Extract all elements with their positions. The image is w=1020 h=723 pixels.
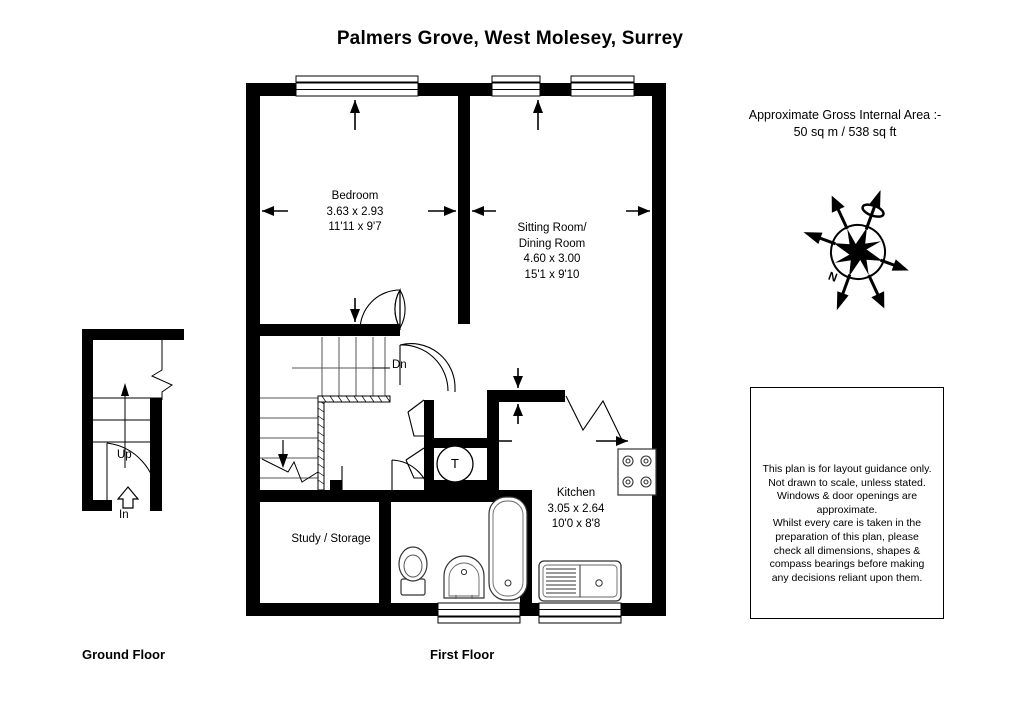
sink-fixture [538,560,622,602]
sitting-metric: 4.60 x 3.00 [523,253,581,265]
tank-marker-label: T [451,456,459,471]
area-note-line1: Approximate Gross Internal Area :- [748,108,942,122]
compass-rose [803,189,909,311]
room-label-sitting-dining: Sitting Room/ Dining Room 4.60 x 3.00 15… [490,221,614,283]
disclaimer-line1: This plan is for layout guidance only. [762,463,932,475]
disclaimer-line9: any decisions reliant upon them. [771,571,923,584]
ground-floor-plan [82,329,184,511]
first-floor-caption: First Floor [430,647,495,662]
window-sitting-top-right [570,75,635,97]
staircase-first-floor [260,337,391,491]
study-name: Study / Storage [291,533,371,545]
disclaimer-line8: compass bearings before making [769,558,925,571]
room-label-bedroom: Bedroom 3.63 x 2.93 11'11 x 9'7 [295,189,415,236]
door-bedroom-arc [359,289,401,331]
area-note-line2: 50 sq m / 538 sq ft [793,125,897,139]
window-kitchen-bottom [538,602,622,624]
disclaimer-box [750,387,944,619]
kitchen-imperial: 10'0 x 8'8 [551,518,601,530]
disclaimer-line2: Not drawn to scale, unless stated. [768,476,926,489]
window-group-top [295,75,635,97]
stairs-down-label: Dn [392,359,407,371]
stairs-up-label: Up [117,449,132,461]
window-group-bottom [437,602,622,624]
hob-fixture [617,448,657,496]
disclaimer-line3: Windows & door openings are [776,490,918,503]
hot-water-tank-marker [436,445,474,483]
window-bedroom-top [295,75,419,97]
door-cupboard-upper [407,399,425,413]
kitchen-fixtures [538,448,657,602]
first-floor-plan [246,75,666,624]
door-sitting-arc [399,344,449,392]
disclaimer-line5: Whilst every care is taken in the [772,517,922,530]
entrance-door-arc [106,442,158,499]
bathtub-fixture [488,496,528,601]
stairs-up-arrow [121,383,129,396]
ground-floor-walls [82,329,184,511]
disclaimer-line6: preparation of this plan, please [775,530,919,543]
toilet-fixture [398,546,428,596]
room-label-study-storage: Study / Storage [270,532,392,548]
disclaimer-line7: check all dimensions, shapes & [773,544,921,557]
ground-floor-caption: Ground Floor [82,647,166,662]
bedroom-metric: 3.63 x 2.93 [326,205,384,218]
kitchen-break-line [565,395,623,441]
entrance-in-label: In [119,509,129,521]
kitchen-metric: 3.05 x 2.64 [547,502,605,515]
bathroom-fixtures [398,496,528,601]
page-title: Palmers Grove, West Molesey, Surrey [336,28,684,49]
gross-internal-area-note: Approximate Gross Internal Area :- 50 sq… [730,107,960,141]
sitting-imperial: 15'1 x 9'10 [524,268,580,281]
door-cupboard-lower [405,447,425,461]
window-bathroom-bottom [437,602,521,624]
window-sitting-top-left [491,75,541,97]
sitting-name-line2: Dining Room [518,237,586,250]
bedroom-imperial: 11'11 x 9'7 [328,221,382,233]
sitting-name-line1: Sitting Room/ [517,222,587,234]
disclaimer-text: This plan is for layout guidance only. N… [758,463,936,585]
disclaimer-line4: approximate. [816,503,878,516]
ground-floor-break-line [150,340,174,400]
ground-floor-stairs [93,390,162,468]
entrance-in-arrow [116,486,140,509]
kitchen-name: Kitchen [556,487,596,499]
bedroom-name: Bedroom [331,190,379,202]
wash-basin-fixture [443,555,485,599]
room-label-kitchen: Kitchen 3.05 x 2.64 10'0 x 8'8 [528,486,624,533]
